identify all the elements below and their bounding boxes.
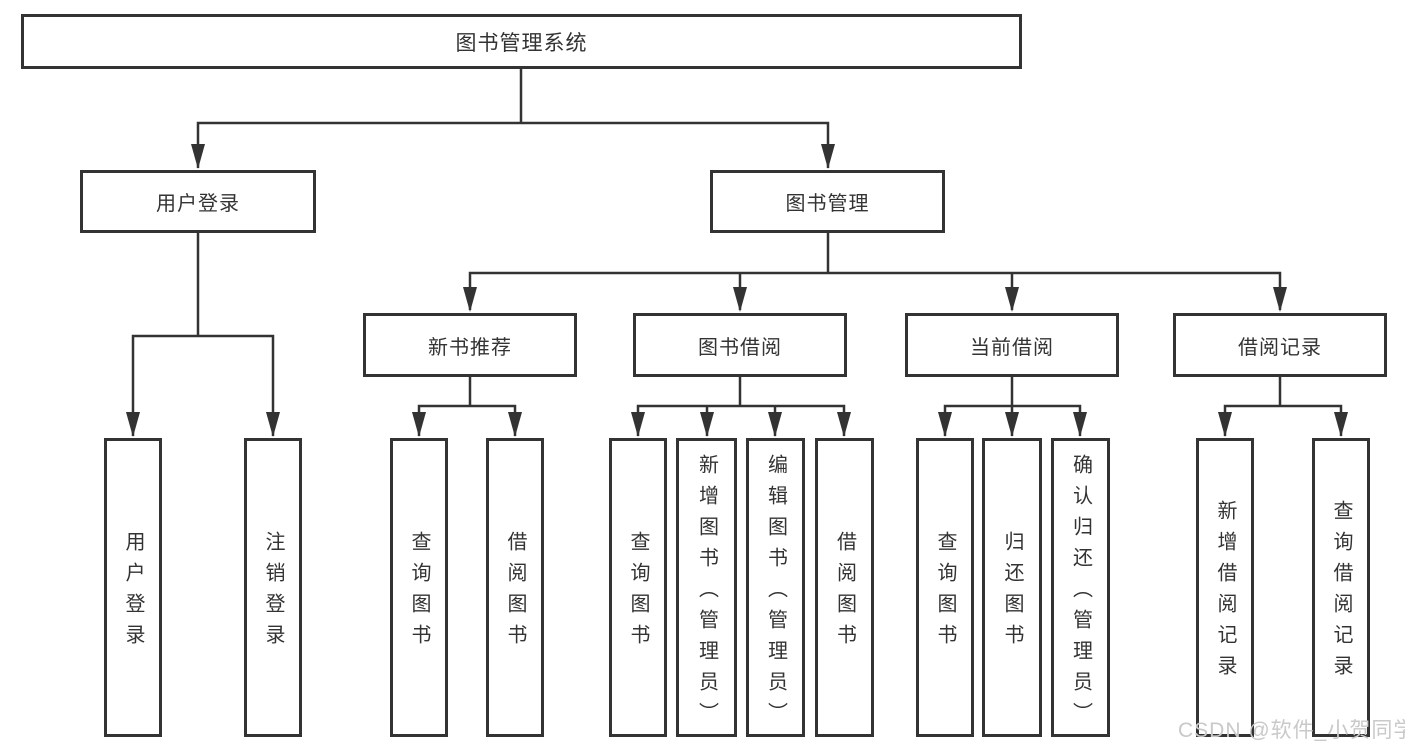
leaf-label: 新增借阅记录 <box>1214 500 1236 686</box>
csdn-watermark: CSDN @软件_小贺同学 <box>1178 719 1405 742</box>
leaf-borrow-books-recommend: 借阅图书 <box>486 438 544 737</box>
leaf-label: 注销登录 <box>262 531 284 655</box>
node-book-borrowing: 图书借阅 <box>633 313 847 377</box>
leaf-add-book-admin: 新增图书（管理员） <box>676 438 737 737</box>
node-label: 图书借阅 <box>698 336 782 359</box>
arrowheads <box>126 144 1348 437</box>
node-label: 图书管理 <box>785 193 870 215</box>
leaf-query-books-borrowing: 查询图书 <box>609 438 667 737</box>
leaf-logout: 注销登录 <box>244 438 302 737</box>
node-current-borrowing: 当前借阅 <box>905 313 1119 377</box>
connector-book-management <box>468 233 1282 310</box>
leaf-label: 归还图书 <box>1001 531 1023 655</box>
leaf-return-books: 归还图书 <box>982 438 1042 737</box>
leaf-label: 查询图书 <box>934 531 956 655</box>
node-user-login: 用户登录 <box>80 170 316 233</box>
leaf-label: 查询图书 <box>408 531 430 655</box>
leaf-add-borrow-record: 新增借阅记录 <box>1196 438 1254 737</box>
leaf-label: 借阅图书 <box>833 531 856 655</box>
leaf-label: 新增图书（管理员） <box>695 453 718 733</box>
leaf-query-borrow-record: 查询借阅记录 <box>1312 438 1370 737</box>
node-label: 图书管理系统 <box>455 31 588 55</box>
node-book-management-system: 图书管理系统 <box>21 14 1022 69</box>
connector-root <box>196 69 830 168</box>
leaf-confirm-return-admin: 确认归还（管理员） <box>1051 438 1110 737</box>
node-label: 借阅记录 <box>1238 336 1322 359</box>
leaf-label: 查询图书 <box>627 531 649 655</box>
leaf-label: 用户登录 <box>122 531 144 655</box>
connector-user-login <box>131 233 275 436</box>
node-label: 用户登录 <box>156 193 240 215</box>
leaf-label: 编辑图书（管理员） <box>764 453 787 733</box>
node-book-management: 图书管理 <box>710 170 945 233</box>
connector-new-book-recommend <box>417 377 517 436</box>
node-borrowing-records: 借阅记录 <box>1173 313 1387 377</box>
leaf-edit-book-admin: 编辑图书（管理员） <box>746 438 805 737</box>
connector-book-borrowing <box>636 377 846 436</box>
leaf-user-login: 用户登录 <box>104 438 162 737</box>
leaf-label: 借阅图书 <box>504 531 526 655</box>
node-label: 新书推荐 <box>428 336 512 359</box>
leaf-label: 查询借阅记录 <box>1330 500 1352 686</box>
leaf-query-books-recommend: 查询图书 <box>390 438 448 737</box>
leaf-borrow-books-borrowing: 借阅图书 <box>815 438 874 737</box>
leaf-label: 确认归还（管理员） <box>1069 453 1092 733</box>
node-label: 当前借阅 <box>970 336 1054 359</box>
node-new-book-recommend: 新书推荐 <box>363 313 577 377</box>
connector-borrowing-records <box>1223 377 1343 436</box>
leaf-query-books-current: 查询图书 <box>916 438 974 737</box>
